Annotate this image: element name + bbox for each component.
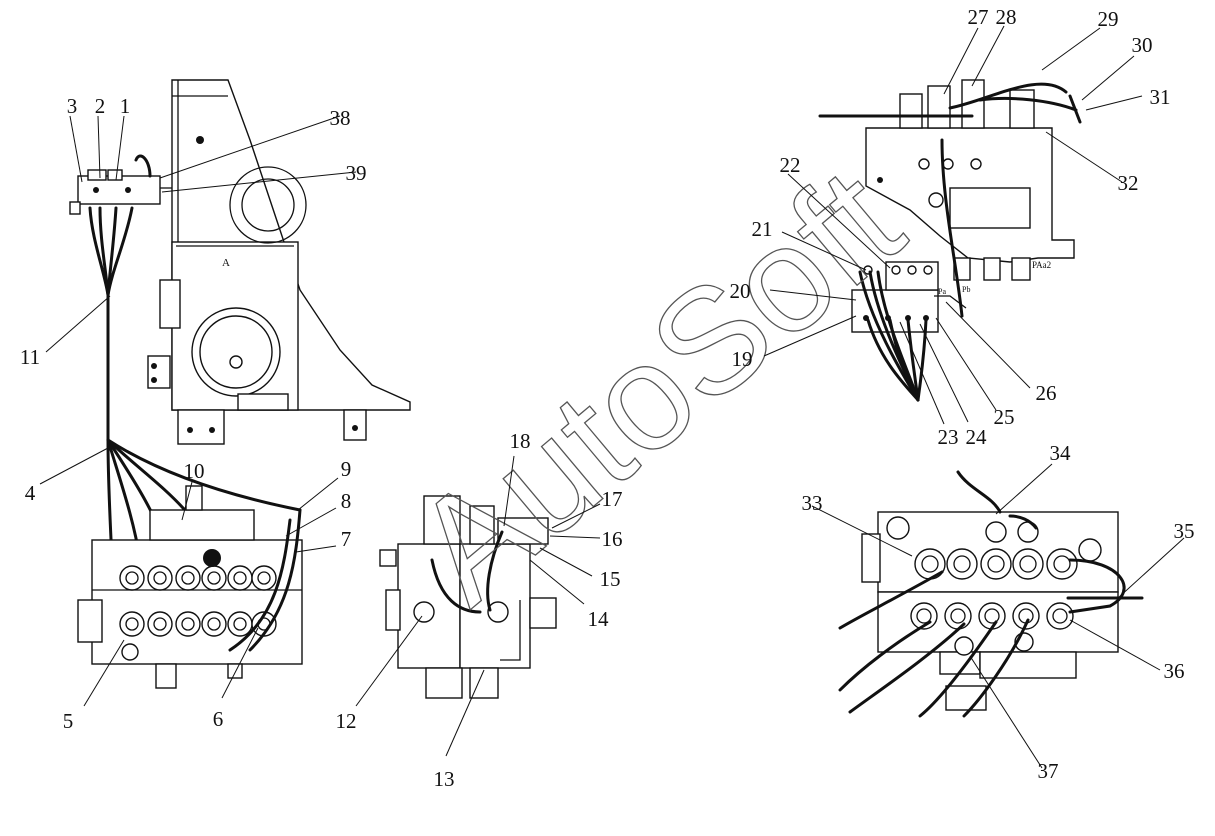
callout-35: 35 (1174, 519, 1195, 543)
valve-spool-row-close (910, 521, 1078, 656)
valve-port-label: A (222, 257, 230, 269)
callout-28: 28 (996, 5, 1017, 29)
callout-leaders (39, 25, 1185, 769)
callout-18: 18 (510, 429, 531, 453)
callout-9: 9 (341, 457, 352, 481)
main-valve-front (77, 485, 303, 689)
callout-38: 38 (330, 106, 351, 130)
callout-6: 6 (213, 707, 224, 731)
callout-32: 32 (1118, 171, 1139, 195)
callout-24: 24 (966, 425, 988, 449)
callout-3: 3 (67, 94, 78, 118)
callout-15: 15 (600, 567, 621, 591)
callout-34: 34 (1050, 441, 1072, 465)
callout-5: 5 (63, 709, 74, 733)
pilot-manifold (69, 154, 172, 215)
callout-23: 23 (938, 425, 959, 449)
valve-block-top: PAa2 (818, 79, 1082, 318)
callout-20: 20 (730, 279, 751, 303)
callout-14: 14 (588, 607, 610, 631)
callout-13: 13 (434, 767, 455, 791)
pilot-manifold-right: Pa Pb (851, 261, 970, 402)
valve-block-bottom (838, 470, 1144, 718)
callout-27: 27 (968, 5, 989, 29)
callout-11: 11 (20, 345, 40, 369)
callout-39: 39 (346, 161, 367, 185)
callout-19: 19 (732, 347, 753, 371)
callout-25: 25 (994, 405, 1015, 429)
main-valve-side (379, 495, 557, 699)
callout-37: 37 (1038, 759, 1059, 783)
callout-36: 36 (1164, 659, 1185, 683)
watermark-text: AutoSoft (383, 136, 932, 635)
callout-33: 33 (802, 491, 823, 515)
valve-port-label: Pa (938, 287, 946, 296)
callout-8: 8 (341, 489, 352, 513)
callout-26: 26 (1036, 381, 1057, 405)
callout-29: 29 (1098, 7, 1119, 31)
callout-22: 22 (780, 153, 801, 177)
callout-4: 4 (25, 481, 36, 505)
callout-1: 1 (120, 94, 131, 118)
callout-12: 12 (336, 709, 357, 733)
mounting-bracket: A (147, 79, 411, 445)
valve-spool-row (119, 565, 277, 637)
callout-16: 16 (602, 527, 623, 551)
callout-21: 21 (752, 217, 773, 241)
valve-port-label: PAa2 (1032, 260, 1051, 270)
callout-10: 10 (184, 459, 205, 483)
callout-30: 30 (1132, 33, 1153, 57)
callout-17: 17 (602, 487, 623, 511)
callout-2: 2 (95, 94, 106, 118)
valve-port-label: Pb (962, 285, 970, 294)
callout-31: 31 (1150, 85, 1171, 109)
callout-7: 7 (341, 527, 352, 551)
